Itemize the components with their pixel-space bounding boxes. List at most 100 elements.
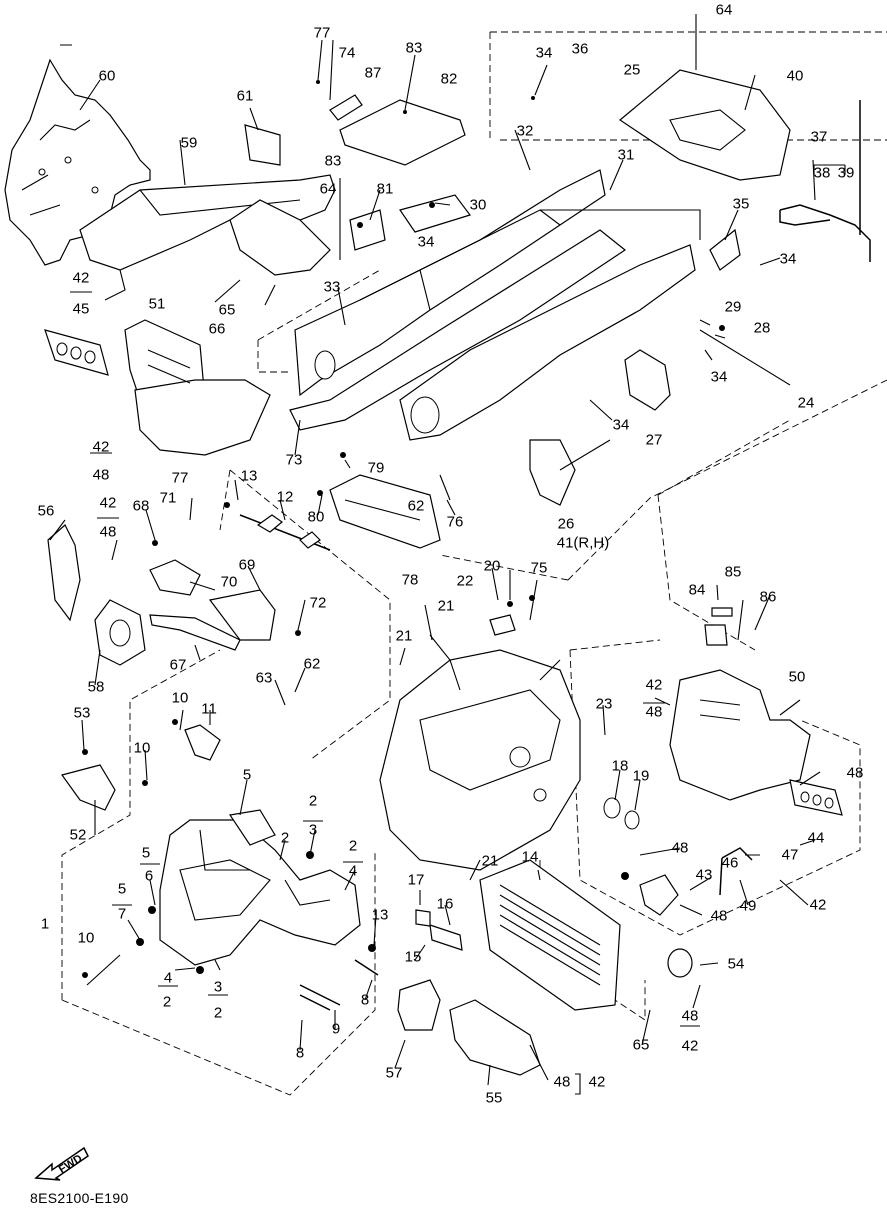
callout-c42b: 42 bbox=[92, 438, 110, 456]
callout-c52: 52 bbox=[69, 826, 87, 844]
callout-c35: 35 bbox=[732, 195, 750, 213]
callout-c4a: 4 bbox=[348, 862, 358, 880]
callout-c2c: 2 bbox=[348, 837, 358, 855]
callout-c5c: 5 bbox=[117, 880, 127, 898]
callout-c77b: 77 bbox=[171, 469, 189, 487]
callout-c27: 27 bbox=[645, 431, 663, 449]
callout-c24: 24 bbox=[797, 394, 815, 412]
callout-c84: 84 bbox=[688, 581, 706, 599]
callout-c30: 30 bbox=[469, 196, 487, 214]
callout-c42f: 42 bbox=[681, 1037, 699, 1055]
callout-c29: 29 bbox=[724, 298, 742, 316]
callout-c19: 19 bbox=[632, 767, 650, 785]
callout-c65a: 65 bbox=[218, 301, 236, 319]
callout-c57: 57 bbox=[385, 1064, 403, 1082]
callout-c1: 1 bbox=[40, 915, 50, 933]
callout-c55: 55 bbox=[485, 1089, 503, 1107]
callout-c44: 44 bbox=[807, 829, 825, 847]
callout-c20: 20 bbox=[483, 557, 501, 575]
callout-c48g: 48 bbox=[681, 1007, 699, 1025]
callout-c60: 60 bbox=[98, 67, 116, 85]
callout-c66: 66 bbox=[208, 320, 226, 338]
callout-c83b: 83 bbox=[324, 152, 342, 170]
callout-c87: 87 bbox=[364, 64, 382, 82]
callout-c32: 32 bbox=[516, 122, 534, 140]
callout-c71: 71 bbox=[159, 489, 177, 507]
callout-c42a: 42 bbox=[72, 269, 90, 287]
callout-c7: 7 bbox=[117, 905, 127, 923]
callout-c64a: 64 bbox=[715, 1, 733, 19]
callout-c2b: 2 bbox=[280, 829, 290, 847]
callout-c76: 76 bbox=[446, 513, 464, 531]
callout-c81: 81 bbox=[376, 180, 394, 198]
callout-c34e: 34 bbox=[612, 416, 630, 434]
callout-c51: 51 bbox=[148, 295, 166, 313]
callout-c21c: 21 bbox=[481, 852, 499, 870]
callout-c5b: 5 bbox=[141, 844, 151, 862]
callout-c47: 47 bbox=[781, 846, 799, 864]
callout-c50: 50 bbox=[788, 668, 806, 686]
callout-c18: 18 bbox=[611, 757, 629, 775]
callout-c80: 80 bbox=[307, 508, 325, 526]
callout-c56: 56 bbox=[37, 502, 55, 520]
callout-c3b: 3 bbox=[213, 978, 223, 996]
callout-c36: 36 bbox=[571, 40, 589, 58]
callout-c61: 61 bbox=[236, 87, 254, 105]
callout-c13a: 13 bbox=[240, 467, 258, 485]
callout-c21b: 21 bbox=[395, 627, 413, 645]
callout-c3a: 3 bbox=[308, 821, 318, 839]
callout-c48f: 48 bbox=[710, 907, 728, 925]
callout-c48e: 48 bbox=[671, 839, 689, 857]
callout-c2d: 2 bbox=[162, 993, 172, 1011]
callout-c12: 12 bbox=[276, 488, 294, 506]
callout-c62a: 62 bbox=[407, 497, 425, 515]
callout-c69: 69 bbox=[238, 556, 256, 574]
callout-c2a: 2 bbox=[308, 792, 318, 810]
callout-c48b: 48 bbox=[99, 523, 117, 541]
callout-c10b: 10 bbox=[133, 739, 151, 757]
callout-c53: 53 bbox=[73, 704, 91, 722]
callout-c67: 67 bbox=[169, 656, 187, 674]
callout-c42d: 42 bbox=[645, 676, 663, 694]
callout-c17: 17 bbox=[407, 871, 425, 889]
callout-c79: 79 bbox=[367, 459, 385, 477]
callout-c85: 85 bbox=[724, 563, 742, 581]
callout-c42g: 42 bbox=[588, 1073, 606, 1091]
callout-c68: 68 bbox=[132, 497, 150, 515]
callout-c2e: 2 bbox=[213, 1004, 223, 1022]
callout-c39: 39 bbox=[837, 164, 855, 182]
callout-c34d: 34 bbox=[710, 368, 728, 386]
callout-c49: 49 bbox=[739, 897, 757, 915]
callout-c48a: 48 bbox=[92, 466, 110, 484]
callout-c37: 37 bbox=[810, 128, 828, 146]
callout-c63: 63 bbox=[255, 669, 273, 687]
callout-c33: 33 bbox=[323, 278, 341, 296]
callout-c10c: 10 bbox=[77, 929, 95, 947]
callout-c86: 86 bbox=[759, 588, 777, 606]
callout-c65b: 65 bbox=[632, 1036, 650, 1054]
callout-c40: 40 bbox=[786, 67, 804, 85]
callout-c26: 26 bbox=[557, 515, 575, 533]
callout-c13b: 13 bbox=[371, 906, 389, 924]
callout-c5a: 5 bbox=[242, 766, 252, 784]
callout-c72: 72 bbox=[309, 594, 327, 612]
callout-c70: 70 bbox=[220, 573, 238, 591]
callout-c8a: 8 bbox=[360, 991, 370, 1009]
callout-c34a: 34 bbox=[535, 44, 553, 62]
callout-c75: 75 bbox=[530, 559, 548, 577]
callout-c74: 74 bbox=[338, 44, 356, 62]
callout-c14: 14 bbox=[521, 848, 539, 866]
callout-c83a: 83 bbox=[405, 39, 423, 57]
callout-c45: 45 bbox=[72, 300, 90, 318]
callout-c28: 28 bbox=[753, 319, 771, 337]
callout-c4b: 4 bbox=[163, 969, 173, 987]
callout-c78: 78 bbox=[401, 571, 419, 589]
callout-c62b: 62 bbox=[303, 655, 321, 673]
callout-c42e: 42 bbox=[809, 896, 827, 914]
callout-c10a: 10 bbox=[171, 689, 189, 707]
callout-c58: 58 bbox=[87, 678, 105, 696]
callout-c34c: 34 bbox=[779, 250, 797, 268]
callout-c22: 22 bbox=[456, 572, 474, 590]
